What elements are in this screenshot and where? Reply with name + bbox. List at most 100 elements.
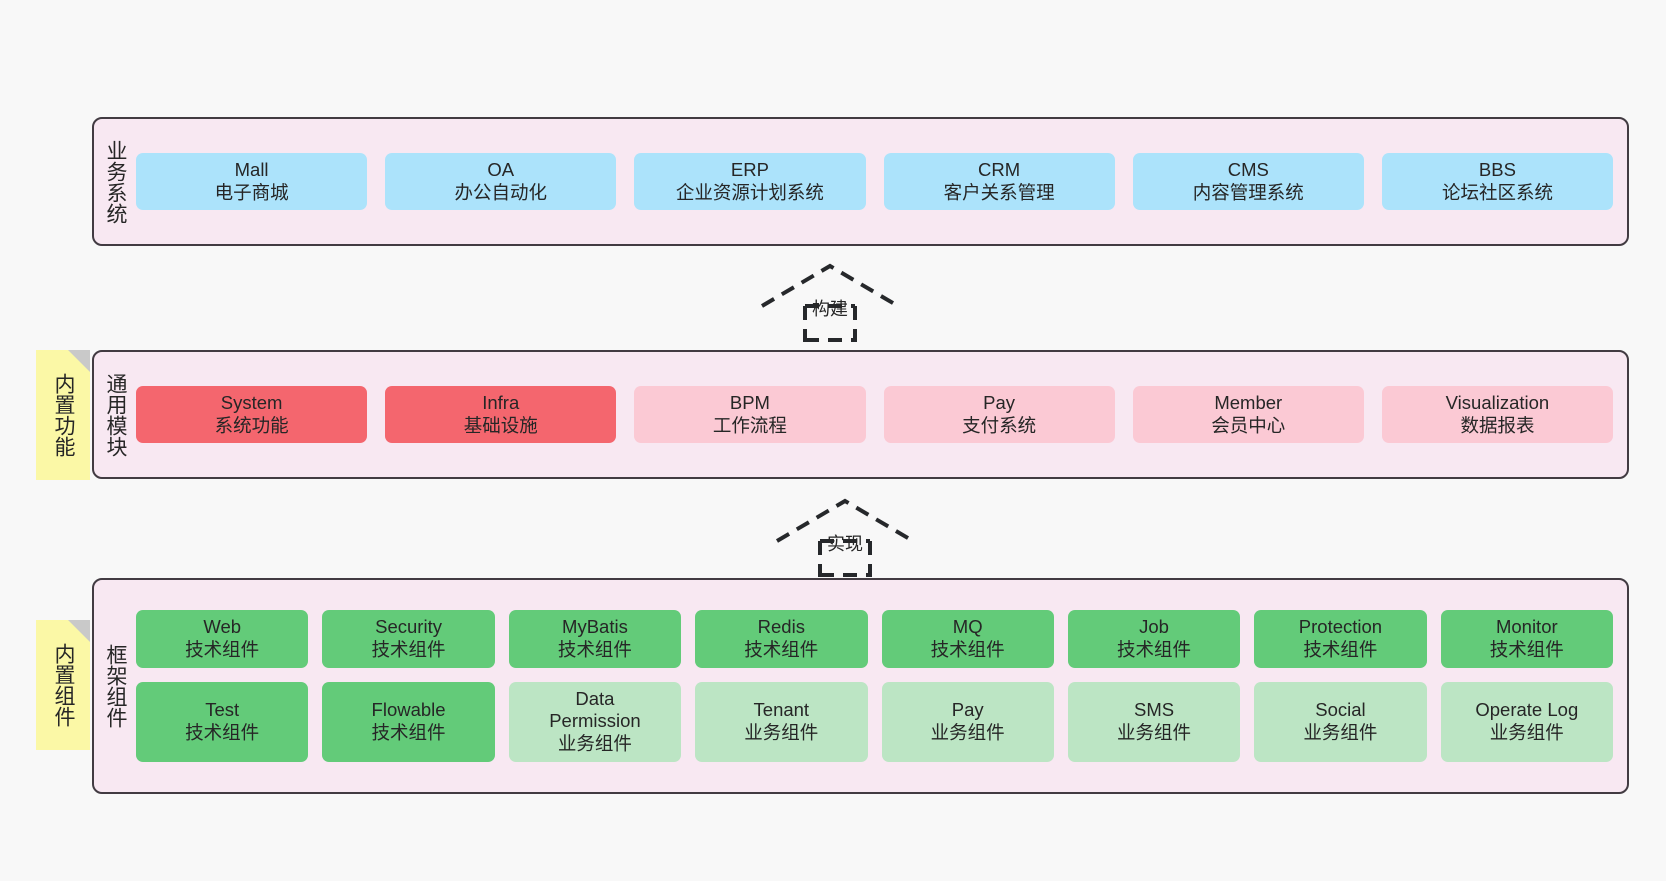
arrow-head-outline — [760, 263, 900, 308]
card-title: Monitor — [1495, 615, 1558, 637]
card-subtitle: 技术组件 — [1489, 638, 1564, 660]
component-card-redis[interactable]: Redis 技术组件 — [695, 609, 868, 668]
card-subtitle: 业务组件 — [557, 733, 632, 755]
card-title: Pay — [951, 699, 984, 720]
connector-label-implement: 实现 — [827, 534, 863, 554]
card-subtitle: 技术组件 — [371, 721, 446, 743]
module-card-visualization[interactable]: Visualization 数据报表 — [1381, 385, 1614, 444]
card-subtitle: 技术组件 — [744, 638, 819, 660]
cell-row-technical: Web 技术组件 Security 技术组件 MyBatis 技术组件 Redi… — [136, 609, 1613, 668]
module-card-mall[interactable]: Mall 电子商城 — [136, 152, 368, 211]
component-card-monitor[interactable]: Monitor 技术组件 — [1440, 609, 1613, 668]
component-card-sms[interactable]: SMS 业务组件 — [1067, 681, 1241, 763]
component-card-flowable[interactable]: Flowable 技术组件 — [322, 681, 495, 763]
module-card-crm[interactable]: CRM 客户关系管理 — [883, 152, 1115, 211]
arrow-stem — [803, 306, 857, 342]
layer-band-framework-components: 框架组件 Web 技术组件 Security 技术组件 MyBatis 技术组件… — [92, 578, 1629, 794]
card-title: System — [220, 391, 283, 413]
module-card-system[interactable]: System 系统功能 — [136, 385, 368, 444]
cell-row-business: Test 技术组件 Flowable 技术组件 Data Permission … — [136, 681, 1613, 763]
card-title: Pay — [983, 391, 1016, 413]
card-subtitle: 技术组件 — [557, 638, 632, 660]
card-title: CRM — [978, 158, 1021, 180]
layer-band-common-module: 通用模块 System 系统功能 Infra 基础设施 BPM 工作流程 Pay… — [92, 350, 1629, 479]
card-title: ERP — [730, 158, 769, 180]
card-title: Operate Log — [1475, 699, 1579, 720]
card-title: OA — [487, 158, 515, 180]
module-card-oa[interactable]: OA 办公自动化 — [385, 152, 617, 211]
connector-build: 构建 — [760, 262, 900, 342]
component-card-security[interactable]: Security 技术组件 — [322, 609, 495, 668]
card-subtitle: 技术组件 — [185, 638, 260, 660]
card-title: MyBatis — [562, 615, 628, 637]
note-fold-corner-icon — [68, 350, 90, 372]
module-card-member[interactable]: Member 会员中心 — [1132, 385, 1364, 444]
card-title: Visualization — [1445, 391, 1550, 413]
component-card-pay[interactable]: Pay 业务组件 — [881, 681, 1054, 763]
arrow-stem — [818, 541, 872, 577]
module-card-pay[interactable]: Pay 支付系统 — [883, 385, 1115, 444]
component-card-job[interactable]: Job 技术组件 — [1067, 609, 1241, 668]
note-text: 内置功能 — [51, 373, 75, 457]
connector-implement: 实现 — [775, 497, 915, 577]
card-title: Social — [1315, 699, 1366, 720]
component-card-operate-log[interactable]: Operate Log 业务组件 — [1440, 681, 1613, 763]
card-subtitle: 业务组件 — [744, 721, 819, 743]
card-subtitle: 业务组件 — [1489, 721, 1564, 743]
card-title: Mall — [234, 158, 269, 180]
card-title: Security — [375, 615, 442, 637]
arrow-head-outline — [775, 498, 915, 543]
card-title: MQ — [952, 615, 983, 637]
card-title: BBS — [1478, 158, 1516, 180]
module-card-erp[interactable]: ERP 企业资源计划系统 — [634, 152, 866, 211]
card-subtitle: 支付系统 — [962, 414, 1037, 436]
card-subtitle: 技术组件 — [1117, 638, 1192, 660]
card-subtitle: 论坛社区系统 — [1441, 181, 1553, 203]
module-card-infra[interactable]: Infra 基础设施 — [385, 385, 617, 444]
sticky-note-builtin-features: 内置功能 — [36, 350, 90, 480]
card-subtitle: 数据报表 — [1460, 414, 1535, 436]
card-title: Test — [205, 699, 240, 720]
card-title: SMS — [1134, 699, 1175, 720]
card-subtitle: 业务组件 — [1303, 721, 1378, 743]
component-card-test[interactable]: Test 技术组件 — [136, 681, 309, 763]
layer-body-framework-components: Web 技术组件 Security 技术组件 MyBatis 技术组件 Redi… — [136, 580, 1627, 792]
cell-row: Mall 电子商城 OA 办公自动化 ERP 企业资源计划系统 CRM 客户关系… — [136, 152, 1614, 211]
component-card-social[interactable]: Social 业务组件 — [1254, 681, 1427, 763]
layer-body-business-system: Mall 电子商城 OA 办公自动化 ERP 企业资源计划系统 CRM 客户关系… — [136, 119, 1627, 244]
connector-label-build: 构建 — [812, 299, 848, 319]
card-subtitle: 业务组件 — [930, 721, 1005, 743]
card-subtitle: 技术组件 — [371, 638, 446, 660]
card-subtitle: 基础设施 — [463, 414, 538, 436]
card-subtitle: 客户关系管理 — [943, 181, 1055, 203]
cell-row: System 系统功能 Infra 基础设施 BPM 工作流程 Pay 支付系统… — [136, 385, 1614, 444]
layer-title-business-system: 业务系统 — [103, 139, 127, 224]
card-title: BPM — [729, 391, 770, 413]
module-card-bpm[interactable]: BPM 工作流程 — [634, 385, 866, 444]
component-card-data-permission[interactable]: Data Permission 业务组件 — [508, 681, 682, 763]
component-card-web[interactable]: Web 技术组件 — [136, 609, 309, 668]
card-subtitle: 技术组件 — [185, 721, 260, 743]
card-title: CMS — [1227, 158, 1269, 180]
component-card-tenant[interactable]: Tenant 业务组件 — [695, 681, 868, 763]
card-subtitle: 办公自动化 — [454, 181, 548, 203]
card-title: Data Permission — [549, 687, 641, 732]
card-subtitle: 企业资源计划系统 — [675, 181, 824, 203]
card-subtitle: 业务组件 — [1117, 721, 1192, 743]
card-title: Protection — [1298, 615, 1383, 637]
module-card-cms[interactable]: CMS 内容管理系统 — [1132, 152, 1364, 211]
card-title: Tenant — [753, 699, 810, 720]
module-card-bbs[interactable]: BBS 论坛社区系统 — [1381, 152, 1614, 211]
card-title: Web — [203, 615, 242, 637]
layer-band-business-system: 业务系统 Mall 电子商城 OA 办公自动化 ERP 企业资源计划系统 CRM… — [92, 117, 1629, 246]
component-card-protection[interactable]: Protection 技术组件 — [1254, 609, 1427, 668]
card-subtitle: 电子商城 — [214, 181, 289, 203]
card-subtitle: 技术组件 — [930, 638, 1005, 660]
component-card-mq[interactable]: MQ 技术组件 — [881, 609, 1054, 668]
layer-title-common-module: 通用模块 — [103, 372, 127, 457]
card-title: Redis — [757, 615, 805, 637]
note-fold-corner-icon — [68, 620, 90, 642]
card-subtitle: 技术组件 — [1303, 638, 1378, 660]
component-card-mybatis[interactable]: MyBatis 技术组件 — [508, 609, 682, 668]
card-subtitle: 系统功能 — [214, 414, 289, 436]
